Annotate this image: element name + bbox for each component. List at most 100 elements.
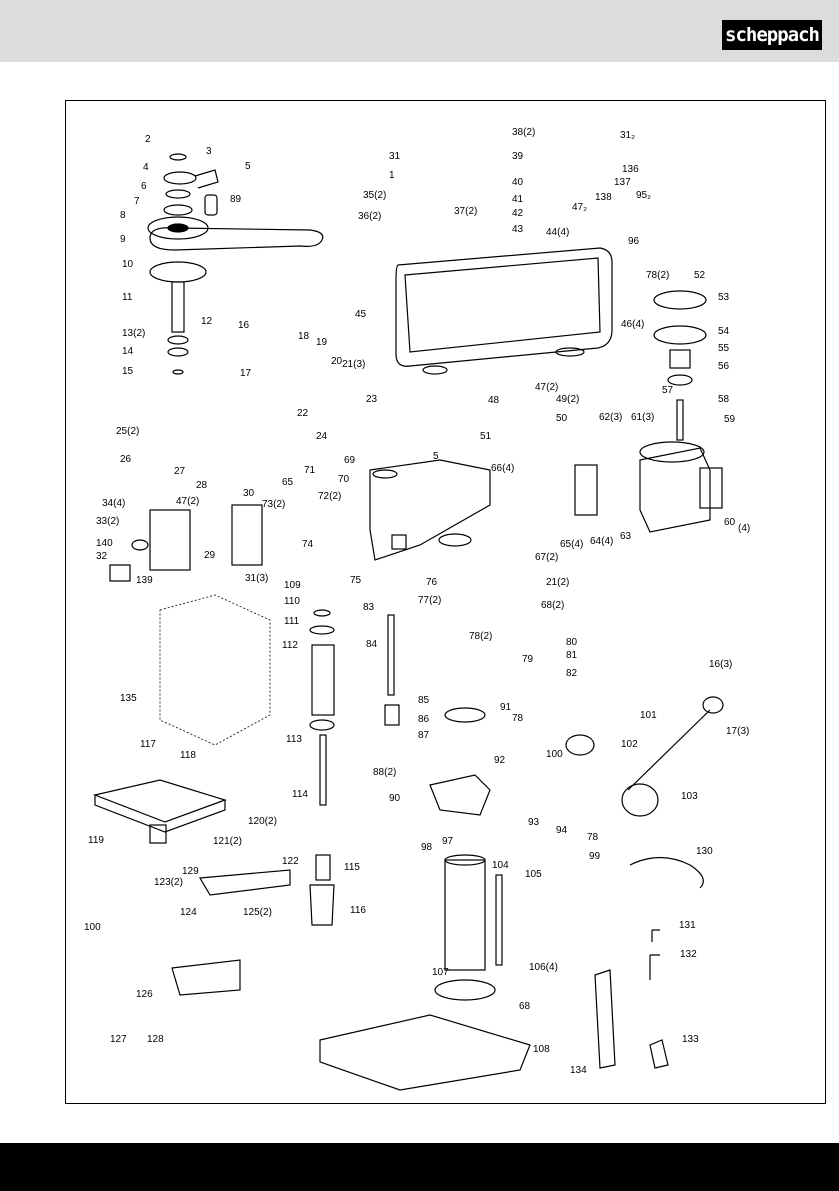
- part-label: 78(2): [469, 631, 493, 642]
- part-label: 53: [718, 292, 730, 303]
- part-label: 105: [525, 869, 542, 880]
- part-label: 16(3): [709, 659, 733, 670]
- part-label: 79: [522, 654, 534, 665]
- part-label: 65: [282, 477, 294, 488]
- part-label: 135: [120, 693, 137, 704]
- part-label: 134: [570, 1065, 587, 1076]
- quill-assembly: [309, 609, 335, 926]
- part-label: 126: [136, 989, 153, 1000]
- part-label: 78(2): [646, 270, 670, 281]
- page-footer: [0, 1143, 839, 1191]
- part-label: 46(4): [621, 319, 645, 330]
- part-label: 117: [140, 739, 156, 750]
- part-label: 64(4): [590, 536, 614, 547]
- part-label: 5: [245, 161, 251, 172]
- part-label: 82: [566, 668, 578, 679]
- part-label: 93: [528, 817, 540, 828]
- part-label: 94: [556, 825, 568, 836]
- part-label: 4: [143, 162, 149, 173]
- part-label: 81: [566, 650, 578, 661]
- feed-handles: [565, 696, 724, 817]
- part-label: 129: [182, 866, 199, 877]
- column: [444, 859, 486, 971]
- drive-belt: [149, 227, 324, 251]
- part-label: 31: [389, 151, 401, 162]
- part-label: 47₂: [572, 202, 588, 213]
- part-label: 59: [724, 414, 736, 425]
- part-label: 54: [718, 326, 730, 337]
- part-label: 104: [492, 860, 509, 871]
- part-label: 44(4): [546, 227, 570, 238]
- work-table: [92, 779, 227, 823]
- part-label: 31₂: [620, 130, 636, 141]
- part-label: 86: [418, 714, 430, 725]
- spindle-pulley-group: [147, 153, 219, 375]
- part-label: 139: [136, 575, 153, 586]
- part-label: 6: [141, 181, 147, 192]
- part-label: 70: [338, 474, 350, 485]
- part-label: 138: [595, 192, 612, 203]
- part-label: 18: [298, 331, 310, 342]
- part-label: 21(2): [546, 577, 570, 588]
- part-label: 80: [566, 637, 578, 648]
- part-label: 71: [304, 465, 316, 476]
- part-label: 98: [421, 842, 433, 853]
- part-label: 34(4): [102, 498, 126, 509]
- part-label: 137: [614, 177, 631, 188]
- part-label: 115: [344, 862, 360, 873]
- part-label: 125(2): [243, 907, 272, 918]
- part-label: 108: [533, 1044, 550, 1055]
- diagram-frame: [65, 100, 826, 1104]
- part-label: 37(2): [454, 206, 478, 217]
- part-label: 50: [556, 413, 568, 424]
- part-label: 45: [355, 309, 367, 320]
- part-label: 32: [96, 551, 108, 562]
- part-label: 42: [512, 208, 524, 219]
- part-label: 5: [433, 451, 439, 462]
- part-label: 65(4): [560, 539, 584, 550]
- part-label: 63: [620, 531, 632, 542]
- page-header: scheppach: [0, 0, 839, 62]
- part-label: 12: [201, 316, 213, 327]
- part-label: 72(2): [318, 491, 342, 502]
- accessory-hexagon: [159, 594, 271, 746]
- part-label: 111: [284, 616, 300, 627]
- part-label: 39: [512, 151, 524, 162]
- part-label: 30: [243, 488, 255, 499]
- part-label: 116: [350, 905, 366, 916]
- part-label: 13(2): [122, 328, 146, 339]
- hex-key-large: [649, 954, 660, 980]
- part-label: 113: [286, 734, 302, 745]
- part-label: 128: [147, 1034, 164, 1045]
- part-label: 133: [682, 1034, 699, 1045]
- part-label: 109: [284, 580, 301, 591]
- part-label: 103: [681, 791, 698, 802]
- part-label: 78: [512, 713, 524, 724]
- table-arm: [171, 959, 241, 996]
- motor-pulley-group: [653, 290, 707, 441]
- hex-key-small: [651, 929, 660, 942]
- part-label: 10: [122, 259, 134, 270]
- part-label: 17: [240, 368, 252, 379]
- part-label: 51: [480, 431, 492, 442]
- part-label: 35(2): [363, 190, 387, 201]
- part-label: 89: [230, 194, 242, 205]
- part-label: 36(2): [358, 211, 382, 222]
- part-label: 3: [206, 146, 212, 157]
- part-label: 56: [718, 361, 730, 372]
- part-label: 119: [88, 835, 104, 846]
- part-label: 38(2): [512, 127, 536, 138]
- part-label: 85: [418, 695, 430, 706]
- table-bracket: [429, 774, 491, 816]
- part-label: 88(2): [373, 767, 397, 778]
- part-label: 27: [174, 466, 186, 477]
- part-label: 120(2): [248, 816, 277, 827]
- part-label: 43: [512, 224, 524, 235]
- part-label: 107: [432, 967, 449, 978]
- part-label: 47(2): [535, 382, 559, 393]
- part-label: 17(3): [726, 726, 750, 737]
- part-label: 52: [694, 270, 706, 281]
- part-label: 9: [120, 234, 126, 245]
- part-label: 11: [122, 292, 133, 303]
